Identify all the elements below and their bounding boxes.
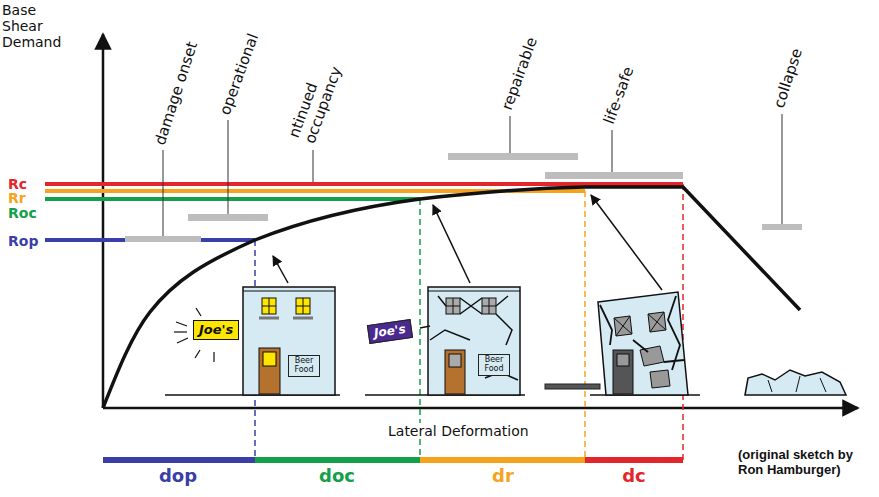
grey-bar [188,214,268,221]
x-axis [103,407,858,410]
shop-sign: Joe's [193,320,239,340]
pointer-arrow [433,205,470,283]
range-bar [420,457,585,463]
rubble-pile [745,370,846,395]
sign-text: Joe's [373,323,406,340]
rubble-cracks [768,376,826,392]
range-symbol: dop [159,466,197,487]
performance-label: repairable [499,35,541,113]
sign-text: Beer Food [481,356,507,374]
dashed-limit [682,184,684,460]
building-cracked [365,287,525,395]
level-symbol: Roc [8,205,37,221]
pointer-arrow [273,256,288,283]
performance-label: damage onset [152,40,202,148]
grey-bar [545,172,683,179]
range-bar [585,457,683,463]
leader-lines [163,114,782,236]
axis-title: Base Shear Demand [2,2,74,50]
range-bar [255,457,420,463]
range-symbol: doc [319,466,355,487]
dashed-limit [584,191,586,460]
grey-bar [125,236,201,242]
building-intact [165,287,340,395]
occupancy-level-line [45,197,420,201]
grey-bar [762,224,802,230]
axis-title: Lateral Deformation [386,423,531,439]
sign-text: Joe's [199,323,233,337]
dashed-limit [419,199,421,460]
grey-bar [448,153,578,160]
range-symbol: dc [622,466,646,487]
debris-slab [545,384,600,389]
pointer-arrow [591,195,662,290]
y-axis [102,34,105,408]
sign-text: Beer Food [291,357,317,375]
performance-label: life-safe [601,65,638,127]
level-symbol: Rop [8,233,38,249]
building-damaged [590,292,700,395]
menu-sign: Beer Food [478,354,510,376]
performance-label: collapse [771,47,806,111]
capacity-curve [103,187,800,408]
shop-sign: Joe's [367,319,413,344]
level-symbol: Rc [8,176,27,192]
range-bar [103,457,255,463]
credit-note: (original sketch by Ron Hamburger) [738,448,872,478]
level-symbol: Rr [8,190,26,206]
performance-label: ntinued occupancy [286,48,350,146]
performance-label: operational [217,32,262,118]
range-symbol: dr [492,466,514,487]
menu-sign: Beer Food [288,355,320,377]
